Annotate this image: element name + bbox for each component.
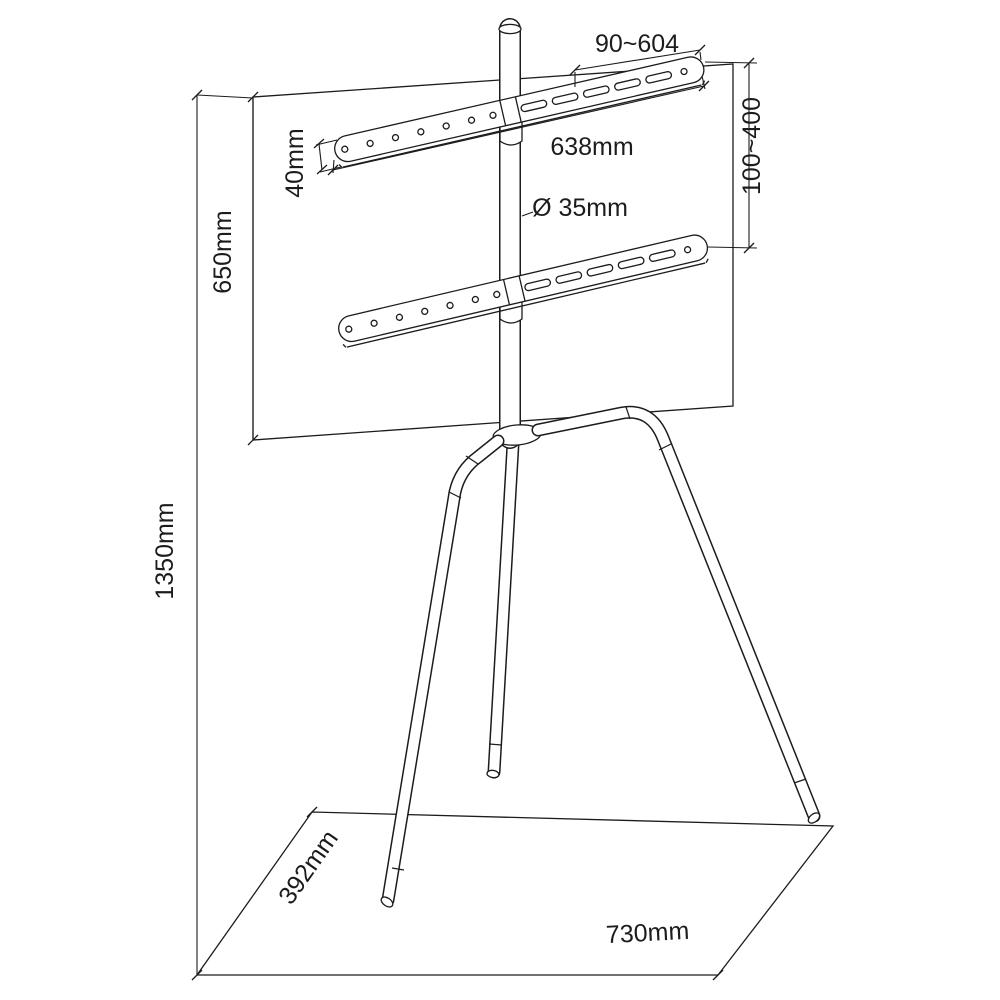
dim-bracket-height: 40mm bbox=[281, 128, 342, 198]
dim-vesa-height-range-label: 100~400 bbox=[738, 97, 766, 195]
dim-bracket-length: 638mm bbox=[327, 75, 710, 176]
dim-base-depth: 392mm bbox=[273, 806, 344, 910]
front-left-foot bbox=[380, 896, 394, 908]
dim-base-width-label: 730mm bbox=[605, 917, 690, 949]
dim-pole-diameter: Ø 35mm bbox=[521, 194, 628, 222]
dim-base-width: 730mm bbox=[605, 917, 724, 981]
dim-upper-section-height-label: 650mm bbox=[209, 210, 237, 293]
lower-vesa-bracket bbox=[335, 231, 712, 349]
front-right-foot bbox=[807, 812, 821, 824]
front-left-leg bbox=[380, 434, 505, 908]
front-right-leg bbox=[531, 405, 821, 824]
dim-total-height: 1350mm bbox=[151, 89, 254, 981]
dim-upper-section-height: 650mm bbox=[209, 91, 259, 446]
dim-bracket-length-label: 638mm bbox=[550, 133, 633, 161]
dim-pole-diameter-label: Ø 35mm bbox=[532, 194, 628, 222]
pole-top-cap bbox=[498, 23, 522, 35]
dim-bracket-height-label: 40mm bbox=[281, 128, 309, 197]
dim-vesa-width-range-label: 90~604 bbox=[595, 30, 679, 58]
dim-base-depth-label: 392mm bbox=[273, 825, 344, 909]
dim-total-height-label: 1350mm bbox=[151, 502, 179, 599]
rear-foot bbox=[486, 769, 500, 779]
dim-vesa-width-range: 90~604 bbox=[569, 30, 706, 87]
dim-vesa-height-range: 100~400 bbox=[704, 57, 766, 254]
center-pole bbox=[498, 18, 522, 449]
rear-leg bbox=[486, 437, 520, 779]
floor-plane bbox=[195, 811, 835, 976]
